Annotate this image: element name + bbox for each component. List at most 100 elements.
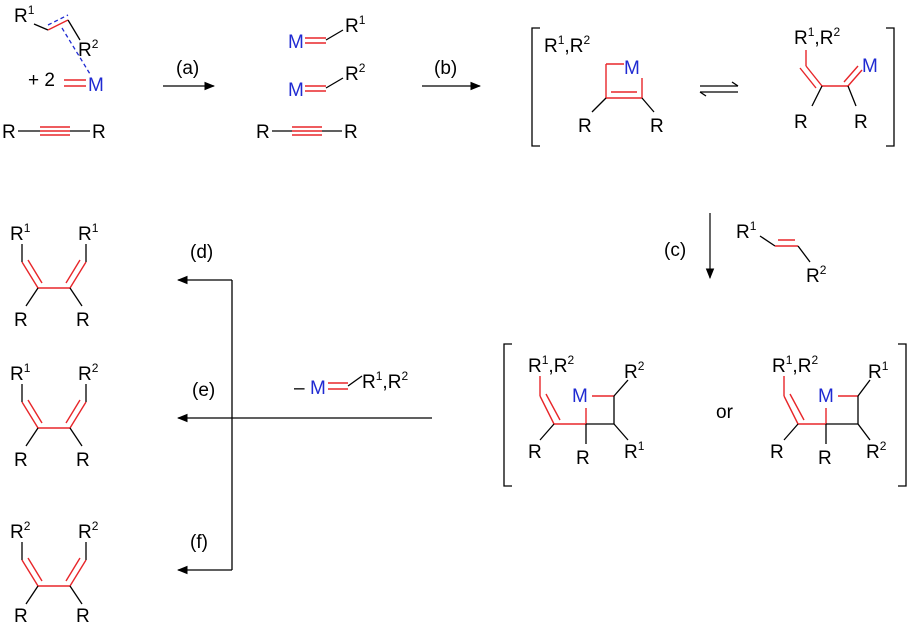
equilibrium-arrow <box>731 81 739 87</box>
double-bond <box>65 399 81 424</box>
label-R: R1 <box>78 221 99 245</box>
label-R: R1 <box>10 221 31 245</box>
label-R: R <box>344 122 358 143</box>
bond <box>67 19 81 41</box>
product-d: R1 R1 R R <box>10 221 99 331</box>
metal-M: M <box>88 75 104 96</box>
metal-M: M <box>624 58 640 79</box>
metal-M: M <box>818 386 834 407</box>
bracket-right <box>886 27 895 147</box>
label-R: R <box>14 310 28 331</box>
double-bond <box>843 65 859 83</box>
bond <box>641 97 655 113</box>
double-bond <box>21 401 39 429</box>
minus-sign: – <box>294 378 305 399</box>
product-f: R2 R2 R R <box>10 519 99 627</box>
double-bond <box>783 395 799 425</box>
label-R: R2 <box>624 359 645 383</box>
label-R: R1 <box>345 13 366 37</box>
label-R: R2 <box>78 519 99 543</box>
label-R: R2 <box>10 519 31 543</box>
double-bond <box>21 559 39 587</box>
bond <box>33 23 49 31</box>
bond <box>759 235 776 247</box>
label-R: R <box>770 442 784 463</box>
bond <box>69 585 83 605</box>
label-R: R2 <box>78 361 99 385</box>
bond <box>613 423 629 441</box>
bracket-right <box>898 343 907 487</box>
label-R: R <box>854 112 868 133</box>
label-R1R2: R1,R2 <box>544 33 590 57</box>
double-bond <box>539 395 555 425</box>
or-label: or <box>716 402 734 423</box>
double-bond <box>799 67 817 89</box>
step-label-e: (e) <box>192 380 215 401</box>
double-bond <box>21 261 39 289</box>
bond <box>69 427 83 447</box>
label-R: R1 <box>624 439 645 463</box>
label-R: R <box>578 116 592 137</box>
bond <box>25 585 39 605</box>
bond <box>347 375 363 387</box>
label-R: R1 <box>14 3 35 27</box>
bond <box>613 379 629 397</box>
label-R: R <box>650 116 664 137</box>
step-label-b: (b) <box>434 58 457 79</box>
label-R: R <box>2 122 16 143</box>
label-R: R2 <box>806 263 827 287</box>
double-bond <box>69 261 87 289</box>
equilibrium-arrow <box>699 91 707 97</box>
bond <box>857 423 871 441</box>
double-bond <box>805 65 823 87</box>
double-bond <box>27 399 43 424</box>
product-e: R1 R2 R R <box>10 361 99 471</box>
metal-M: M <box>862 56 878 77</box>
double-bond <box>545 393 561 421</box>
label-R: R <box>14 606 28 627</box>
bond <box>857 379 871 397</box>
bond <box>25 287 39 307</box>
step-label-f: (f) <box>190 532 208 553</box>
carbenes-and-alkyne: M R1 M R2 R R <box>256 13 366 143</box>
bracket-left <box>503 343 512 487</box>
double-bond <box>847 69 863 87</box>
double-bond <box>789 393 805 421</box>
bond <box>783 423 799 441</box>
dashed-bond <box>47 14 69 26</box>
bond <box>69 287 83 307</box>
step-label-a: (a) <box>176 58 199 79</box>
bond <box>811 85 823 107</box>
metal-M: M <box>310 378 326 399</box>
label-R: R <box>576 448 590 469</box>
bond <box>325 29 344 41</box>
metal-M: M <box>288 32 304 53</box>
bond <box>847 85 857 107</box>
label-R: R <box>528 442 542 463</box>
label-R1R2: R1,R2 <box>528 353 574 377</box>
metallacyclobutane-bracket: R1,R2 R M R2 R1 R or R1,R2 R M R1 <box>503 343 907 487</box>
label-R: R <box>794 112 808 133</box>
label-R1R2: R1,R2 <box>772 353 818 377</box>
label-R1R2: R1,R2 <box>362 369 408 393</box>
alkene-reagent: R1 R2 <box>736 219 827 287</box>
bond <box>325 77 344 89</box>
dashed-bond <box>61 27 91 75</box>
label-R: R <box>818 448 832 469</box>
double-bond <box>65 259 81 284</box>
label-R: R2 <box>866 439 887 463</box>
elimination-arrows: – M R1,R2 (e) (d) (f) <box>176 242 432 575</box>
metal-M: M <box>288 80 304 101</box>
double-bond <box>27 259 43 284</box>
bond <box>591 97 607 113</box>
bracket-left <box>531 27 540 147</box>
label-R: R2 <box>345 61 366 85</box>
bond <box>539 423 555 441</box>
label-R1R2: R1,R2 <box>794 25 840 49</box>
bond <box>797 245 811 263</box>
label-R: R <box>76 310 90 331</box>
label-R: R <box>92 122 106 143</box>
label-R: R1 <box>868 359 889 383</box>
label-R: R <box>76 450 90 471</box>
